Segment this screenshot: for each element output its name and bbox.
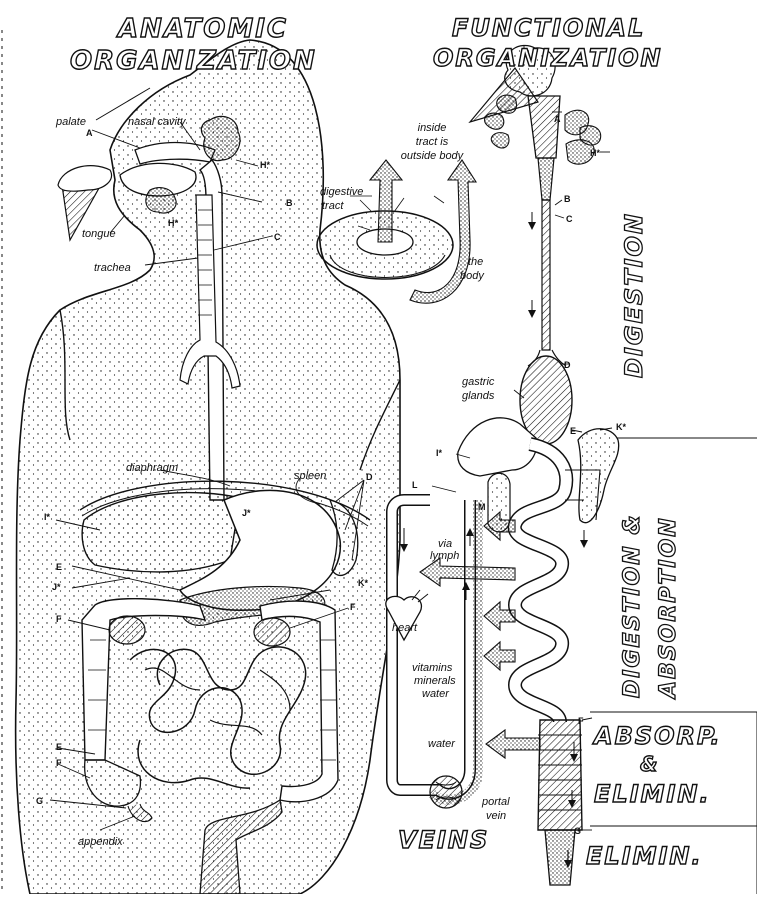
heading-organization-left: ORGANIZATION — [70, 46, 317, 76]
kidney-right — [254, 618, 290, 646]
kidney-left — [109, 616, 145, 644]
letter-f-right: F — [578, 716, 584, 726]
label-inside-tract-2: tract is — [392, 136, 472, 148]
label-water-1: water — [422, 688, 449, 700]
label-inside-tract-3: outside body — [386, 150, 478, 162]
rectum-functional — [545, 830, 575, 885]
label-diaphragm: diaphragm — [126, 462, 178, 474]
label-gastric: gastric — [462, 376, 494, 388]
large-intestine-functional — [538, 720, 582, 830]
label-digestive: digestive — [320, 186, 363, 198]
heading-elimin-2: ELIMIN. — [586, 842, 703, 870]
mouth-segment — [528, 96, 560, 158]
letter-j: J* — [52, 582, 61, 592]
letter-a: A — [86, 128, 93, 138]
portal-organ — [430, 776, 462, 808]
letter-i: I* — [44, 512, 50, 522]
letter-c: C — [274, 232, 281, 242]
letter-m: M — [478, 502, 486, 512]
label-spleen: spleen — [294, 470, 326, 482]
label-vitamins: vitamins — [412, 662, 452, 674]
label-glands: glands — [462, 390, 494, 402]
label-minerals: minerals — [414, 675, 456, 687]
letter-l: L — [412, 480, 418, 490]
label-lymph: lymph — [430, 550, 459, 562]
letter-h-tongue: H* — [168, 218, 178, 228]
letter-b-right: B — [564, 194, 571, 204]
heading-veins: VEINS — [398, 826, 489, 854]
label-nasal-cavity: nasal cavity — [128, 116, 185, 128]
letter-e-right: E — [570, 426, 576, 436]
label-the: the — [468, 256, 483, 268]
letter-h: H* — [260, 160, 270, 170]
absorb-arrow-3 — [484, 642, 515, 670]
heading-absorp: ABSORP. — [594, 722, 722, 750]
letter-k: K* — [358, 578, 368, 588]
label-portal: portal — [482, 796, 510, 808]
heading-anatomic: ANATOMIC — [118, 14, 288, 44]
letter-d: D — [366, 472, 373, 482]
pancreas-right — [578, 429, 619, 523]
esophagus-right — [542, 200, 550, 350]
label-tract: tract — [322, 200, 343, 212]
label-water-2: water — [428, 738, 455, 750]
letter-f-prime: F — [350, 602, 356, 612]
letter-j-inner: J* — [242, 508, 251, 518]
letter-c-right: C — [566, 214, 573, 224]
salivary-glands — [201, 116, 240, 160]
heading-organization-right: ORGANIZATION — [433, 44, 663, 72]
label-inside-tract-1: inside — [392, 122, 472, 134]
label-tongue: tongue — [82, 228, 116, 240]
heading-and: & — [640, 752, 659, 776]
absorb-arrow-4 — [486, 730, 540, 758]
label-heart: heart — [392, 622, 417, 634]
heading-functional: FUNCTIONAL — [452, 14, 645, 42]
letter-i-right: I* — [436, 448, 442, 458]
letter-d-right: D — [564, 360, 571, 370]
letter-b: B — [286, 198, 293, 208]
label-via: via — [438, 538, 452, 550]
label-body: body — [460, 270, 484, 282]
heading-elimin-1: ELIMIN. — [594, 780, 711, 808]
label-palate: palate — [56, 116, 86, 128]
label-trachea: trachea — [94, 262, 131, 274]
letter-e: E — [56, 562, 62, 572]
letter-a-right: A — [554, 114, 561, 124]
letter-e-lower: E — [56, 742, 62, 752]
heading-absorption: ABSORPTION — [656, 516, 681, 698]
letter-k-right: K* — [616, 422, 626, 432]
letter-g: G — [36, 796, 43, 806]
letter-f: F — [56, 614, 62, 624]
heading-digestion-amp: DIGESTION & — [620, 513, 645, 698]
letter-f-lower: F — [56, 758, 62, 768]
label-appendix: appendix — [78, 836, 123, 848]
letter-h-right: H* — [590, 148, 600, 158]
label-vein: vein — [486, 810, 506, 822]
letter-g-right: G — [574, 826, 581, 836]
heading-digestion: DIGESTION — [620, 212, 648, 378]
